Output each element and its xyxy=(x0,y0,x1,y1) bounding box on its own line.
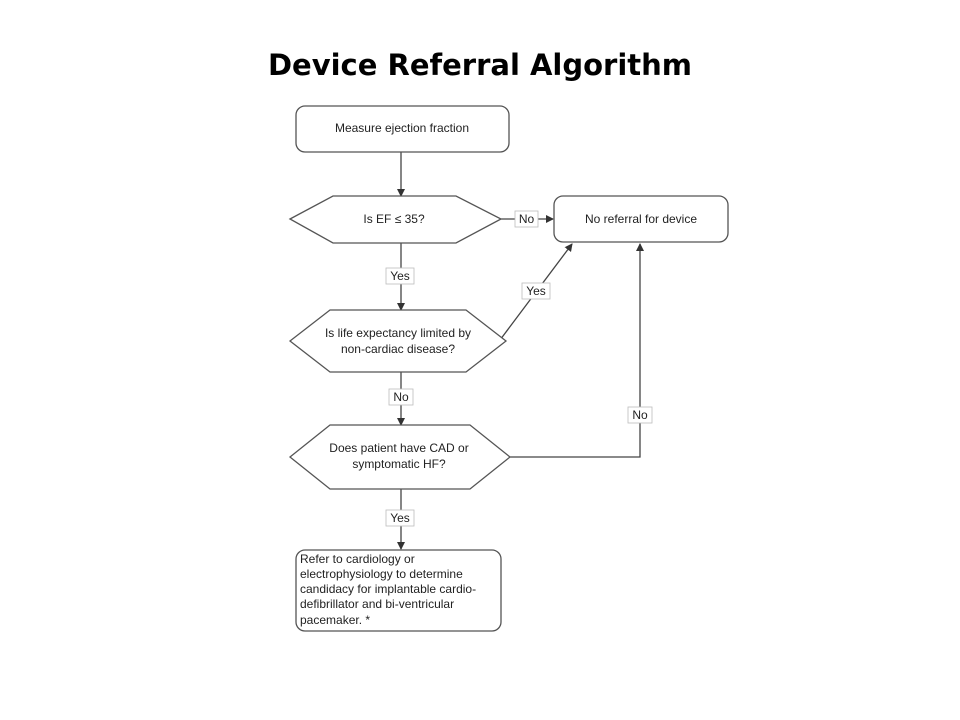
ef-decision-diamond xyxy=(288,195,503,244)
edge-label-box-ef-no xyxy=(514,210,539,228)
edge-label-box-life-yes xyxy=(521,282,551,300)
edge-label-cad-no: No xyxy=(632,408,648,422)
start-box xyxy=(295,105,510,153)
life-decision-label-line1: Is life expectancy limited by xyxy=(325,326,471,340)
edge-label-life-no: No xyxy=(393,390,409,404)
edge-label-ef-no: No xyxy=(519,212,535,226)
edge-label-box-life-no xyxy=(388,388,414,406)
no-referral-label: No referral for device xyxy=(585,212,697,226)
life-decision-label-line2: non-cardiac disease? xyxy=(341,342,455,356)
life-decision-hexagon xyxy=(288,309,508,373)
no-referral-box xyxy=(553,195,729,243)
cad-decision-label-line1: Does patient have CAD or xyxy=(329,441,468,455)
edge-label-box-ef-yes xyxy=(385,267,415,285)
slide-title: Device Referral Algorithm xyxy=(267,48,693,82)
refer-label-line3: candidacy for implantable cardio- xyxy=(300,582,476,596)
edge-label-life-yes: Yes xyxy=(526,284,546,298)
refer-label-line5: pacemaker. * xyxy=(300,613,370,627)
refer-label-line2: electrophysiology to determine xyxy=(300,567,463,581)
cad-decision-hexagon xyxy=(288,424,512,490)
edge-label-box-cad-no xyxy=(627,406,653,424)
refer-label-line4: defibrillator and bi-ventricular xyxy=(300,597,454,611)
refer-label-line1: Refer to cardiology or xyxy=(300,552,415,566)
start-box-label: Measure ejection fraction xyxy=(335,121,469,135)
refer-box xyxy=(295,549,502,632)
ef-decision-label: Is EF ≤ 35? xyxy=(363,212,425,226)
edge-label-box-cad-yes xyxy=(385,509,415,527)
connector-cad-no-to-noref xyxy=(510,243,644,458)
cad-decision-label-line2: symptomatic HF? xyxy=(352,457,446,471)
edge-label-ef-yes: Yes xyxy=(390,269,410,283)
edge-label-cad-yes: Yes xyxy=(390,511,410,525)
